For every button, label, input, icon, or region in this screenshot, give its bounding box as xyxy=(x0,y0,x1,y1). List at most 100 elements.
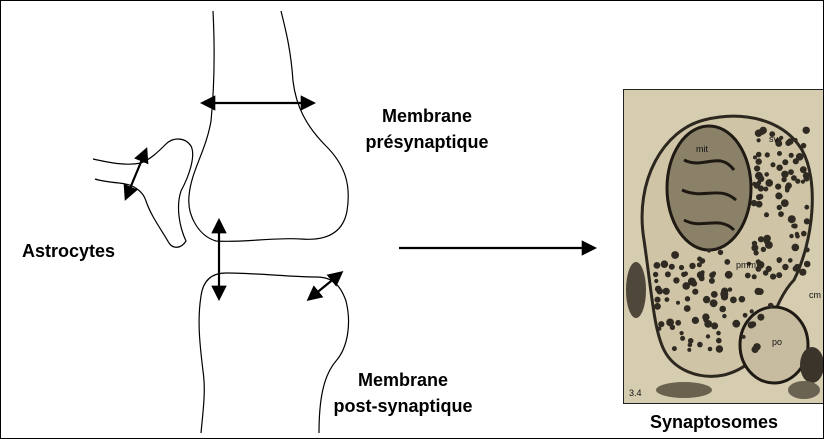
synaptic-vesicle xyxy=(777,151,782,156)
astrocytes-label: Astrocytes xyxy=(22,240,115,262)
synaptic-vesicle xyxy=(764,172,769,177)
postsynaptic-membrane-label: Membrane post-synaptique xyxy=(323,369,483,417)
synaptic-vesicle xyxy=(711,322,718,329)
synaptic-vesicle xyxy=(801,231,807,237)
synaptic-vesicle xyxy=(718,250,723,255)
synaptosome-micrograph: mit sv pmm cm po 3.4 xyxy=(623,89,824,404)
synaptic-vesicle xyxy=(719,306,726,313)
presynaptic-label-line2: présynaptique xyxy=(347,131,507,153)
synaptic-vesicle xyxy=(689,263,695,269)
synaptic-vesicle xyxy=(785,140,791,146)
astrocyte-arrow xyxy=(126,150,146,198)
plate-number: 3.4 xyxy=(629,388,642,398)
synaptic-vesicle xyxy=(750,309,754,313)
synaptic-vesicle xyxy=(804,205,809,210)
synaptic-vesicle xyxy=(685,296,690,301)
synaptic-vesicle xyxy=(758,176,764,182)
synaptic-vesicle xyxy=(666,319,674,327)
synaptic-vesicle xyxy=(716,331,721,336)
synaptic-vesicle xyxy=(697,342,703,348)
synaptic-vesicle xyxy=(789,234,793,238)
synaptic-vesicle xyxy=(722,314,726,318)
synaptic-vesicle xyxy=(669,264,675,270)
synaptic-vesicle xyxy=(688,278,696,286)
synaptic-vesicle xyxy=(763,270,769,276)
annotation-pmm: pmm xyxy=(736,260,756,270)
synaptic-vesicle xyxy=(697,257,702,262)
synaptic-vesicle xyxy=(764,235,771,242)
synaptic-vesicle xyxy=(657,327,661,331)
synaptic-vesicle xyxy=(781,171,788,178)
synaptic-vesicle xyxy=(791,224,795,228)
synaptic-vesicle xyxy=(672,346,677,351)
synaptic-vesicle xyxy=(805,247,810,252)
synaptic-vesicle xyxy=(781,199,789,207)
synaptic-vesicle xyxy=(721,293,728,300)
synaptic-vesicle xyxy=(771,162,776,167)
synaptic-vesicle xyxy=(739,296,746,303)
synaptic-vesicle xyxy=(708,347,713,352)
synaptic-vesicle xyxy=(681,272,686,277)
synaptic-vesicle xyxy=(688,343,693,348)
synaptic-vesicle xyxy=(703,296,710,303)
synaptic-vesicle xyxy=(799,269,806,276)
synaptic-vesicle xyxy=(725,271,733,279)
synaptic-vesicle xyxy=(756,201,763,208)
synaptic-vesicle xyxy=(777,205,782,210)
synaptic-vesicle xyxy=(663,288,670,295)
synaptic-vesicle xyxy=(748,322,755,329)
synaptic-vesicle xyxy=(804,218,810,224)
synaptic-vesicle xyxy=(697,262,702,267)
synaptic-vesicle xyxy=(692,317,699,324)
synaptosomes-label: Synaptosomes xyxy=(650,411,778,433)
synaptic-vesicle xyxy=(653,272,658,277)
synaptic-vesicle xyxy=(768,303,774,309)
synaptic-vesicle xyxy=(654,262,661,269)
synaptic-vesicle xyxy=(745,273,751,279)
synaptic-vesicle xyxy=(757,138,761,142)
synaptic-vesicle xyxy=(801,143,807,149)
synaptic-vesicle xyxy=(764,212,769,217)
synaptic-vesicle xyxy=(751,244,758,251)
synaptic-vesicle xyxy=(753,155,757,159)
synaptic-vesicle xyxy=(758,185,764,191)
synaptic-vesicle xyxy=(671,251,679,259)
synaptic-vesicle xyxy=(786,182,792,188)
synaptic-vesicle xyxy=(765,179,773,187)
synaptic-vesicle xyxy=(782,264,788,270)
synaptic-vesicle xyxy=(758,315,762,319)
synaptic-vesicle xyxy=(743,313,748,318)
synaptic-vesicle xyxy=(776,165,782,171)
synaptic-vesicle xyxy=(724,259,730,265)
synaptic-vesicle xyxy=(728,287,732,291)
synaptic-vesicle xyxy=(800,166,807,173)
synaptic-vesicle xyxy=(676,301,680,305)
synaptic-vesicle xyxy=(757,261,765,269)
postsynaptic-label-line1: Membrane xyxy=(323,369,483,391)
synaptic-vesicle xyxy=(792,244,800,252)
synaptic-vesicle xyxy=(654,279,658,283)
synaptic-vesicle xyxy=(756,158,762,164)
synaptic-vesicle xyxy=(703,318,707,322)
synaptic-vesicle xyxy=(684,305,691,312)
synaptic-vesicle xyxy=(788,169,794,175)
annotation-cm: cm xyxy=(809,290,821,300)
synaptic-vesicle xyxy=(673,277,679,283)
synaptic-vesicle xyxy=(680,336,685,341)
synaptic-vesicle xyxy=(793,158,799,164)
synaptic-vesicle xyxy=(795,179,800,184)
synaptic-vesicle xyxy=(661,262,666,267)
synaptic-vesicle xyxy=(782,159,788,165)
synaptic-vesicle xyxy=(777,193,782,198)
annotation-po: po xyxy=(772,337,782,347)
synaptic-vesicle xyxy=(709,272,715,278)
synaptic-vesicle xyxy=(752,346,759,353)
synaptic-vesicle xyxy=(803,172,810,179)
synaptic-vesicle xyxy=(761,247,766,252)
synaptic-vesicle xyxy=(697,271,705,279)
synaptic-vesicle xyxy=(680,331,684,335)
synaptic-vesicle xyxy=(789,153,794,158)
synaptic-vesicle xyxy=(654,297,660,303)
synaptic-vesicle xyxy=(692,289,698,295)
synaptic-vesicle xyxy=(675,320,681,326)
